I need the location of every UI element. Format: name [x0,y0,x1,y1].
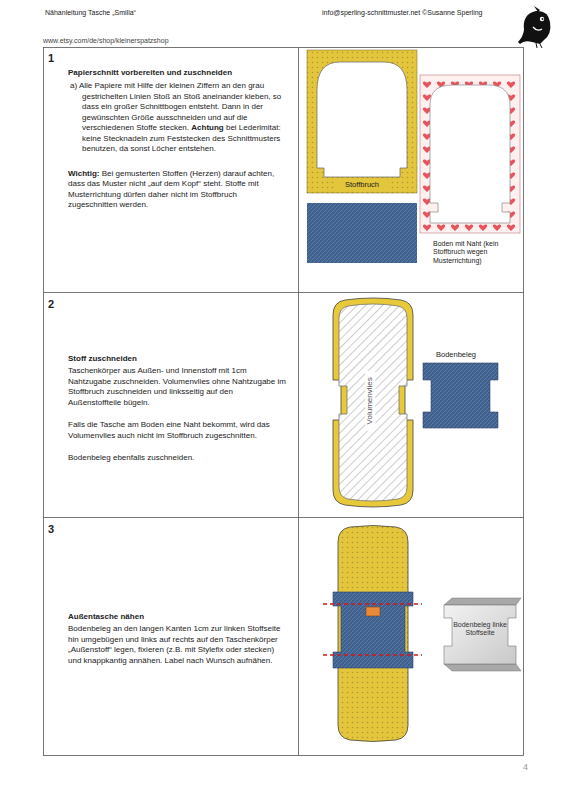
text-group: Falls die Tasche am Boden eine Naht beko… [68,420,286,441]
denim-fabric [307,203,417,263]
instruction-text: Bodenbeleg ebenfalls zuschneiden. [68,453,194,462]
drawing-part [317,62,407,177]
instruction-text: Falls die Tasche am Boden eine Naht beko… [68,420,270,440]
interlining-label: Volumenvlies [365,371,375,431]
text-group: Bodenbeleg ebenfalls zuschneiden. [68,453,286,464]
step-number: 3 [48,523,54,535]
instruction-text: Wichtig: [68,169,99,178]
drawing-part [444,605,516,664]
cut-pattern-hearts [420,75,520,233]
label-tag [366,607,380,616]
seam-line [323,654,422,655]
step-number: 1 [48,52,54,64]
text-group: Wichtig: Bei gemusterten Stoffen (Herzen… [68,169,286,211]
text-group: Außentasche nähen [68,612,286,622]
drawing-part [333,298,413,507]
text-group: a) Alle Papiere mit Hilfe der kleinen Zi… [70,81,286,155]
drawing-part [444,598,521,605]
drawing-part [444,664,521,671]
picture-label: Bodenbeleg [436,350,496,359]
drawing-part [536,43,542,48]
table-grid [44,48,524,756]
text-group: 3 [48,523,298,536]
instruction-text: Achtung [191,123,223,132]
drawing-part [307,50,417,193]
step-heading: Außentasche nähen [68,612,144,621]
drawing-part [420,75,520,233]
text-group: Taschenkörper aus Außen- und Innenstoff … [68,366,286,408]
picture-label: Bodenbeleg linke Stoffseite [452,621,508,638]
instruction-text: Bei gemusterten Stoffen (Herzen) darauf … [68,169,274,210]
drawing-part [430,85,510,223]
drawing-part [542,18,544,20]
drawing-part [533,27,542,30]
drawing-part [298,48,299,756]
header-link: www.etsy.com/de/shop/kleinerspatzshop [43,37,169,45]
step-number: 2 [48,298,54,310]
step-heading: Papierschnitt vorbereiten und zuschneide… [68,68,232,77]
drawing-part [44,48,524,756]
drawing-part [44,292,524,293]
bottom-facing-folded [444,598,521,671]
text-group: 1 [48,52,298,65]
step-cell: 3Außentasche nähenBodenbeleg an den lang… [43,517,298,755]
header-title: Nähanleitung Tasche „Smilla“ [45,9,136,17]
bottom-facing [423,363,498,428]
text-group: 2 [48,298,298,311]
text-group: Bodenbeleg an den langen Kanten 1cm zur … [68,624,286,666]
instruction-text: Taschenkörper aus Außen- und Innenstoff … [68,366,286,407]
header-contact: info@sperling-schnittmuster.net ©Susanne… [322,9,483,17]
page-number: 4 [523,762,528,773]
picture-label: Boden mit Naht (kein Stoffbruch wegen Mu… [433,240,519,265]
text-group: Stoff zuschneiden [68,354,286,364]
bag-body-interlining [333,298,413,507]
drawing-part [44,517,524,518]
drawing-part [339,304,407,501]
drawing-part [534,6,540,12]
seam-line [323,603,422,604]
drawing-part [518,11,550,44]
drawing-part [540,17,544,21]
step-cell: 1Papierschnitt vorbereiten und zuschneid… [43,47,298,292]
fold-label: Stoffbruch [336,180,388,189]
step-heading: Stoff zuschneiden [68,354,137,363]
instruction-text: Bodenbeleg an den langen Kanten 1cm zur … [68,624,280,665]
bird-logo [518,6,550,48]
text-group: Papierschnitt vorbereiten und zuschneide… [68,68,286,78]
step-cell: 2Stoff zuschneidenTaschenkörper aus Auße… [43,292,298,517]
cut-pattern-yellow [307,50,417,193]
